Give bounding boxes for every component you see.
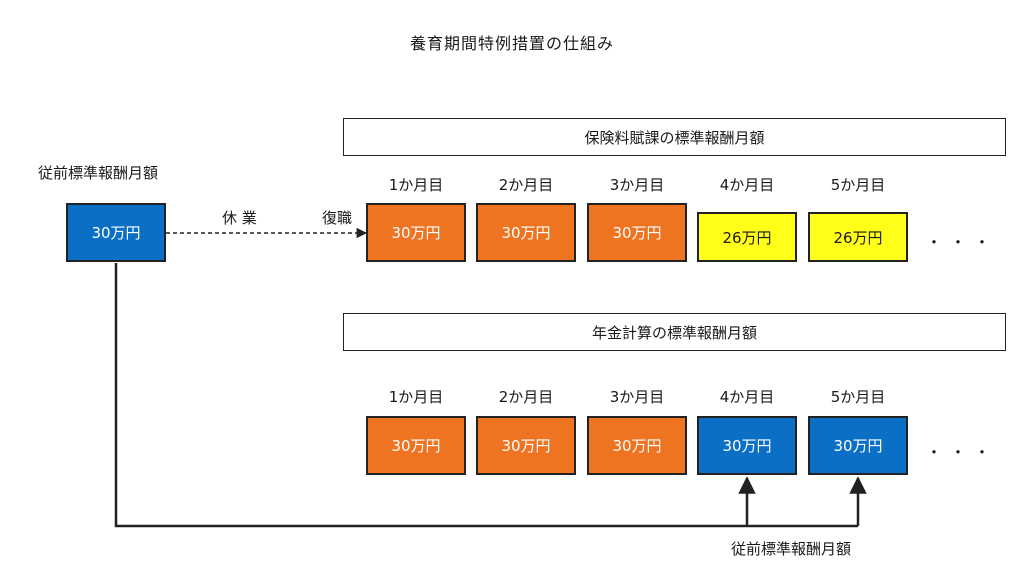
pension-month-1: 1か月目	[388, 388, 444, 406]
pension-box-5: 30万円	[808, 416, 908, 475]
insurance-month-1: 1か月目	[388, 176, 444, 194]
insurance-box-4: 26万円	[697, 212, 797, 262]
previous-carry-line	[114, 263, 858, 528]
insurance-box-5: 26万円	[808, 212, 908, 262]
return-label: 復職	[322, 209, 353, 227]
pension-month-4: 4か月目	[719, 388, 775, 406]
previous-salary-box: 30万円	[66, 203, 166, 262]
insurance-continuation-dots: ・・・	[926, 233, 999, 252]
insurance-box-1: 30万円	[366, 203, 466, 262]
pension-month-3: 3か月目	[609, 388, 665, 406]
insurance-month-3: 3か月目	[609, 176, 665, 194]
pension-banner: 年金計算の標準報酬月額	[343, 313, 1006, 351]
pension-box-3: 30万円	[587, 416, 687, 475]
insurance-box-3: 30万円	[587, 203, 687, 262]
bottom-previous-salary-label: 従前標準報酬月額	[731, 540, 852, 558]
insurance-month-4: 4か月目	[719, 176, 775, 194]
insurance-banner: 保険料賦課の標準報酬月額	[343, 118, 1006, 156]
pension-month-5: 5か月目	[830, 388, 886, 406]
insurance-box-2: 30万円	[476, 203, 576, 262]
diagram-title: 養育期間特例措置の仕組み	[409, 34, 614, 53]
pension-month-2: 2か月目	[498, 388, 554, 406]
pension-box-1: 30万円	[366, 416, 466, 475]
pension-continuation-dots: ・・・	[926, 443, 999, 462]
pension-box-2: 30万円	[476, 416, 576, 475]
insurance-month-2: 2か月目	[498, 176, 554, 194]
leave-label: 休 業	[222, 209, 257, 227]
previous-salary-label: 従前標準報酬月額	[38, 164, 159, 182]
pension-box-4: 30万円	[697, 416, 797, 475]
insurance-month-5: 5か月目	[830, 176, 886, 194]
